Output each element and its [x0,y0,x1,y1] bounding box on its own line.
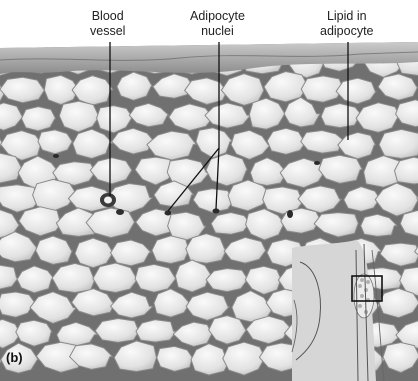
adipocyte [38,130,72,154]
panel-letter: (b) [6,350,23,365]
label-blood-vessel: Blood vessel [90,9,125,39]
adipocyte [152,236,189,264]
adipocyte [157,346,193,371]
adipocyte [95,319,139,343]
label-adipocyte-nuclei: Adipocyte nuclei [190,9,245,39]
adipocyte [379,129,418,158]
adipocyte [22,107,56,131]
adipocyte [136,320,177,342]
adipocyte [206,154,247,186]
label-lipid-in-adipocyte: Lipid in adipocyte [320,9,374,39]
